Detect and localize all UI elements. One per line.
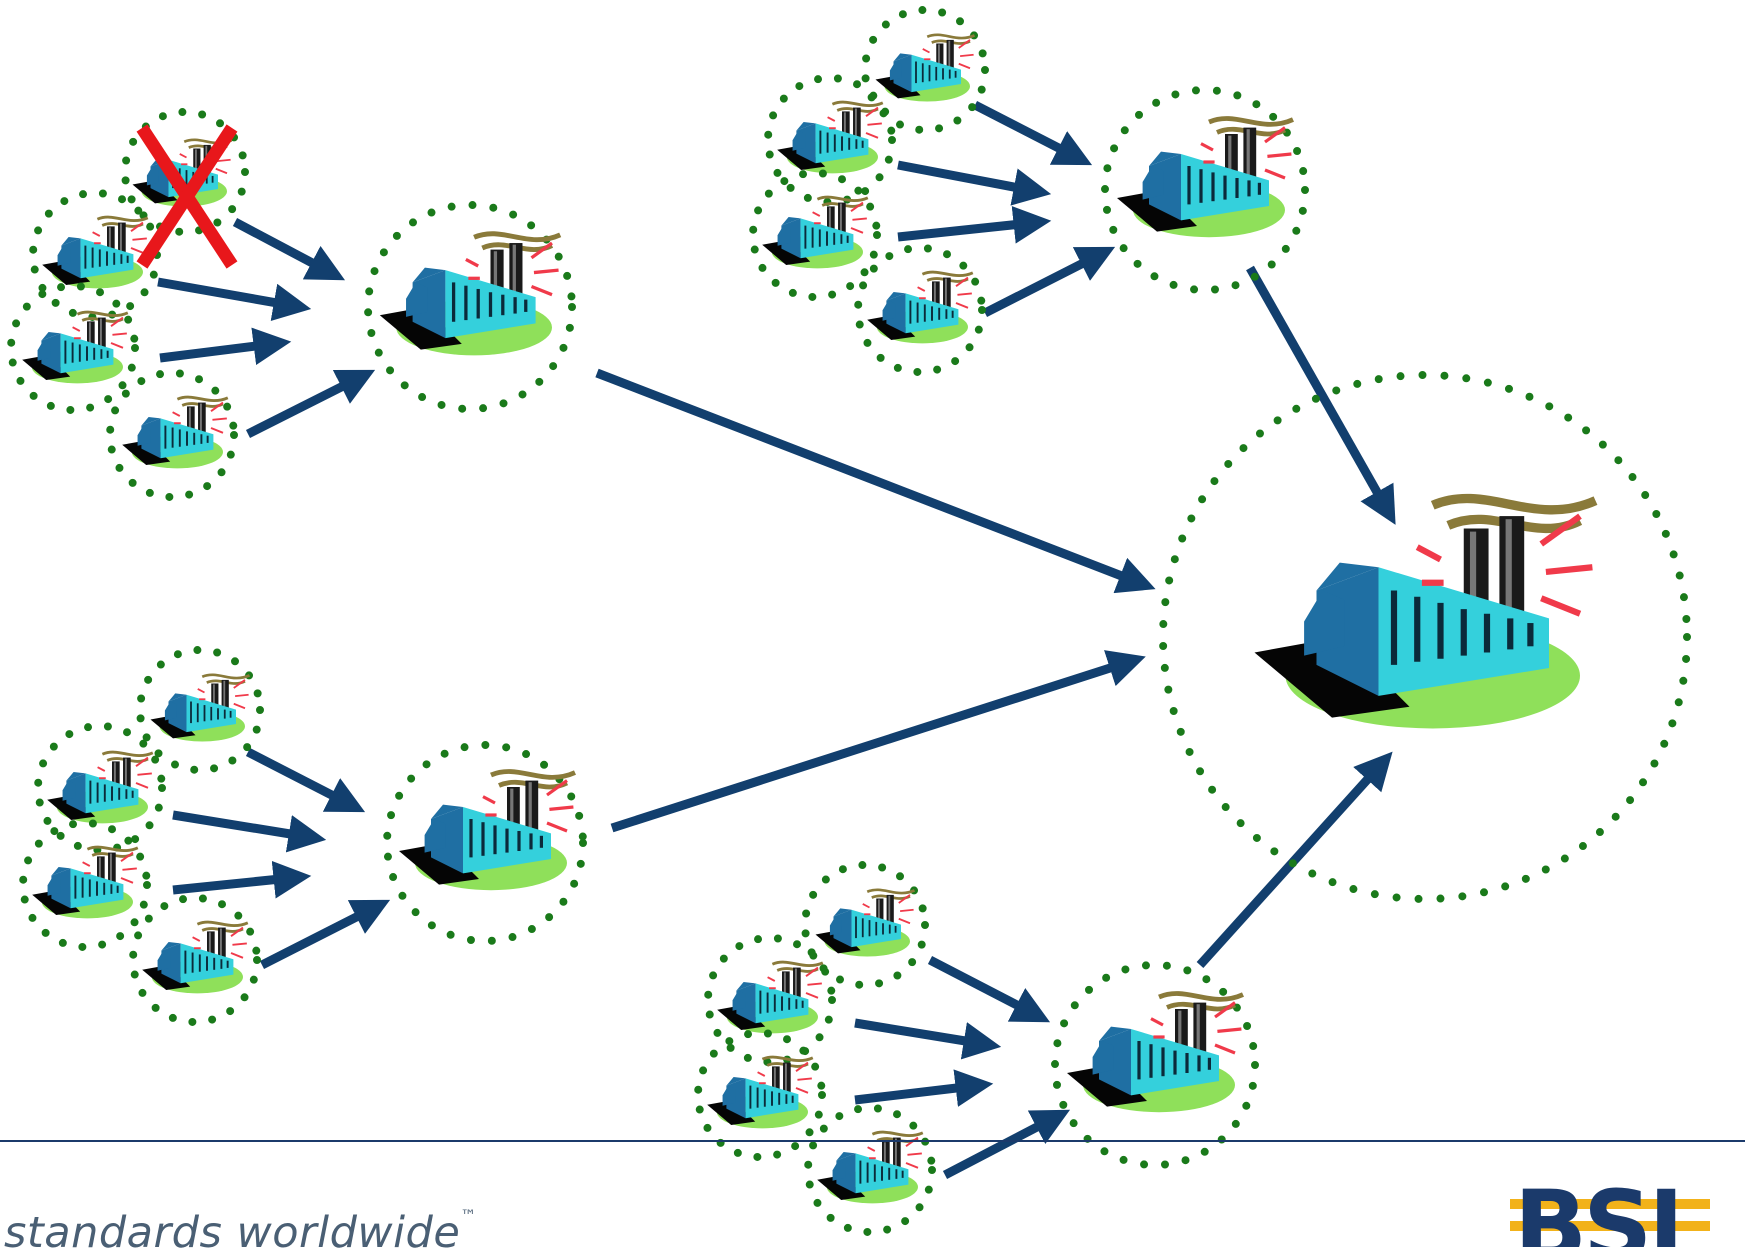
arrow-bl-to-hub bbox=[610, 650, 1146, 833]
factory-icon bbox=[40, 215, 150, 290]
factory-icon bbox=[815, 1130, 925, 1205]
arrow-br-s1 bbox=[927, 956, 1051, 1023]
bsi-logo: BSI bbox=[1510, 1185, 1710, 1247]
arrow-tr-to-hub bbox=[1246, 265, 1396, 525]
arrow-bl-s1 bbox=[245, 747, 366, 813]
supplier bbox=[19, 819, 151, 951]
factory-icon bbox=[705, 1055, 815, 1130]
arrow-tl-s4 bbox=[245, 369, 376, 439]
supplier bbox=[694, 1029, 826, 1161]
arrow-tr-s3 bbox=[897, 205, 1052, 244]
trademark: ™ bbox=[460, 1206, 477, 1225]
svg-text:BSI: BSI bbox=[1514, 1185, 1680, 1247]
factory-icon bbox=[775, 100, 885, 175]
supplier bbox=[121, 108, 249, 236]
arrow-bl-s3 bbox=[172, 860, 312, 899]
cluster-bottom-left bbox=[19, 646, 587, 1026]
factory-icon bbox=[814, 888, 916, 958]
factory-icon bbox=[760, 195, 870, 270]
arrow-br-s4 bbox=[942, 1109, 1071, 1179]
red-x-icon bbox=[136, 124, 238, 269]
factory-icon bbox=[149, 673, 251, 743]
arrow-tl-s3 bbox=[159, 327, 292, 366]
factory-icon bbox=[30, 845, 140, 920]
cluster-bottom-right bbox=[694, 861, 1259, 1236]
factory-icon bbox=[120, 395, 230, 470]
cluster-top-right bbox=[749, 6, 1309, 376]
supplier bbox=[129, 894, 261, 1026]
arrow-tr-s2 bbox=[897, 160, 1052, 206]
arrow-tl-s1 bbox=[232, 218, 346, 281]
factory-icon bbox=[715, 960, 825, 1035]
arrow-bl-s2 bbox=[172, 810, 327, 853]
supplier bbox=[854, 244, 986, 376]
tagline: g standards worldwide™ bbox=[0, 1206, 477, 1258]
factory-icon bbox=[1255, 498, 1596, 728]
arrow-br-s3 bbox=[854, 1069, 994, 1107]
arrow-tl-s2 bbox=[157, 277, 312, 322]
supplier bbox=[34, 722, 166, 854]
factory-icon bbox=[45, 750, 155, 825]
supplier bbox=[136, 646, 264, 774]
factory-icon bbox=[1067, 994, 1243, 1113]
arrow-tr-s4 bbox=[982, 246, 1116, 318]
arrows bbox=[157, 100, 1396, 1179]
cluster-top-left bbox=[7, 108, 576, 501]
factory-icon bbox=[20, 310, 130, 385]
supplier bbox=[29, 189, 161, 321]
arrow-tl-to-hub bbox=[595, 368, 1156, 594]
central-factory bbox=[1159, 371, 1691, 903]
arrow-bl-s4 bbox=[259, 899, 391, 970]
factory-icon bbox=[874, 33, 976, 103]
arrow-tr-s1 bbox=[972, 100, 1093, 166]
factory-icon bbox=[1117, 119, 1293, 238]
supplier bbox=[764, 74, 896, 206]
supplier bbox=[7, 282, 139, 414]
supplier bbox=[704, 934, 836, 1066]
supplier bbox=[804, 1104, 936, 1236]
supplier bbox=[801, 861, 929, 989]
factory-icon bbox=[399, 772, 575, 891]
footer-rule bbox=[0, 1140, 1745, 1142]
supplier bbox=[106, 369, 238, 501]
supplier bbox=[749, 169, 881, 301]
factory-icon bbox=[380, 234, 560, 356]
arrow-br-s2 bbox=[854, 1018, 1002, 1060]
supplier bbox=[861, 6, 989, 134]
factory-icon bbox=[865, 270, 975, 345]
factory-icon bbox=[140, 920, 250, 995]
